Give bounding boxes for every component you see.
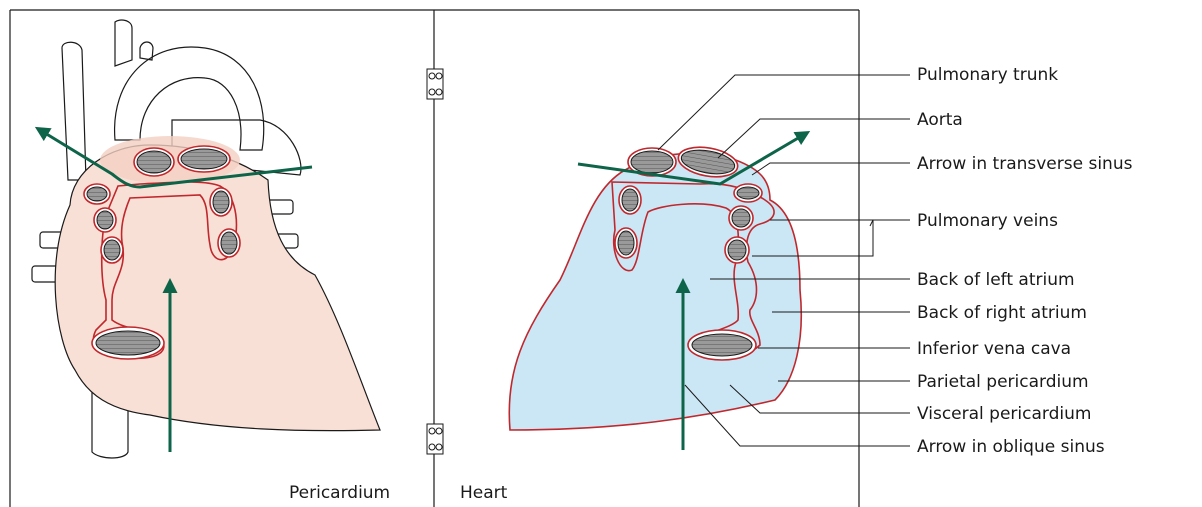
label-visceral-pericardium: Visceral pericardium [917,404,1091,424]
heart-ivc [688,330,756,360]
pericardium-panel [32,20,380,458]
label-back-left-atrium: Back of left atrium [917,270,1075,290]
hinge-bottom [427,424,443,454]
pericardium-ivc [92,327,164,359]
label-arrow-oblique-sinus: Arrow in oblique sinus [917,437,1105,457]
aortic-arch-outline [115,47,264,150]
hinge-top [427,69,443,99]
label-list: Pulmonary trunk Aorta Arrow in transvers… [917,65,1133,457]
label-parietal-pericardium: Parietal pericardium [917,372,1089,392]
label-aorta: Aorta [917,110,963,130]
caption-heart: Heart [460,483,508,503]
label-back-right-atrium: Back of right atrium [917,303,1087,323]
label-inferior-vena-cava: Inferior vena cava [917,339,1071,359]
superior-vena-cava-outline [62,42,86,180]
label-arrow-transverse-sinus: Arrow in transverse sinus [917,154,1133,174]
arch-branch-1 [115,20,132,66]
label-pulmonary-trunk: Pulmonary trunk [917,65,1058,85]
label-pulmonary-veins: Pulmonary veins [917,211,1058,231]
caption-pericardium: Pericardium [289,483,390,503]
heart-panel [509,134,805,450]
